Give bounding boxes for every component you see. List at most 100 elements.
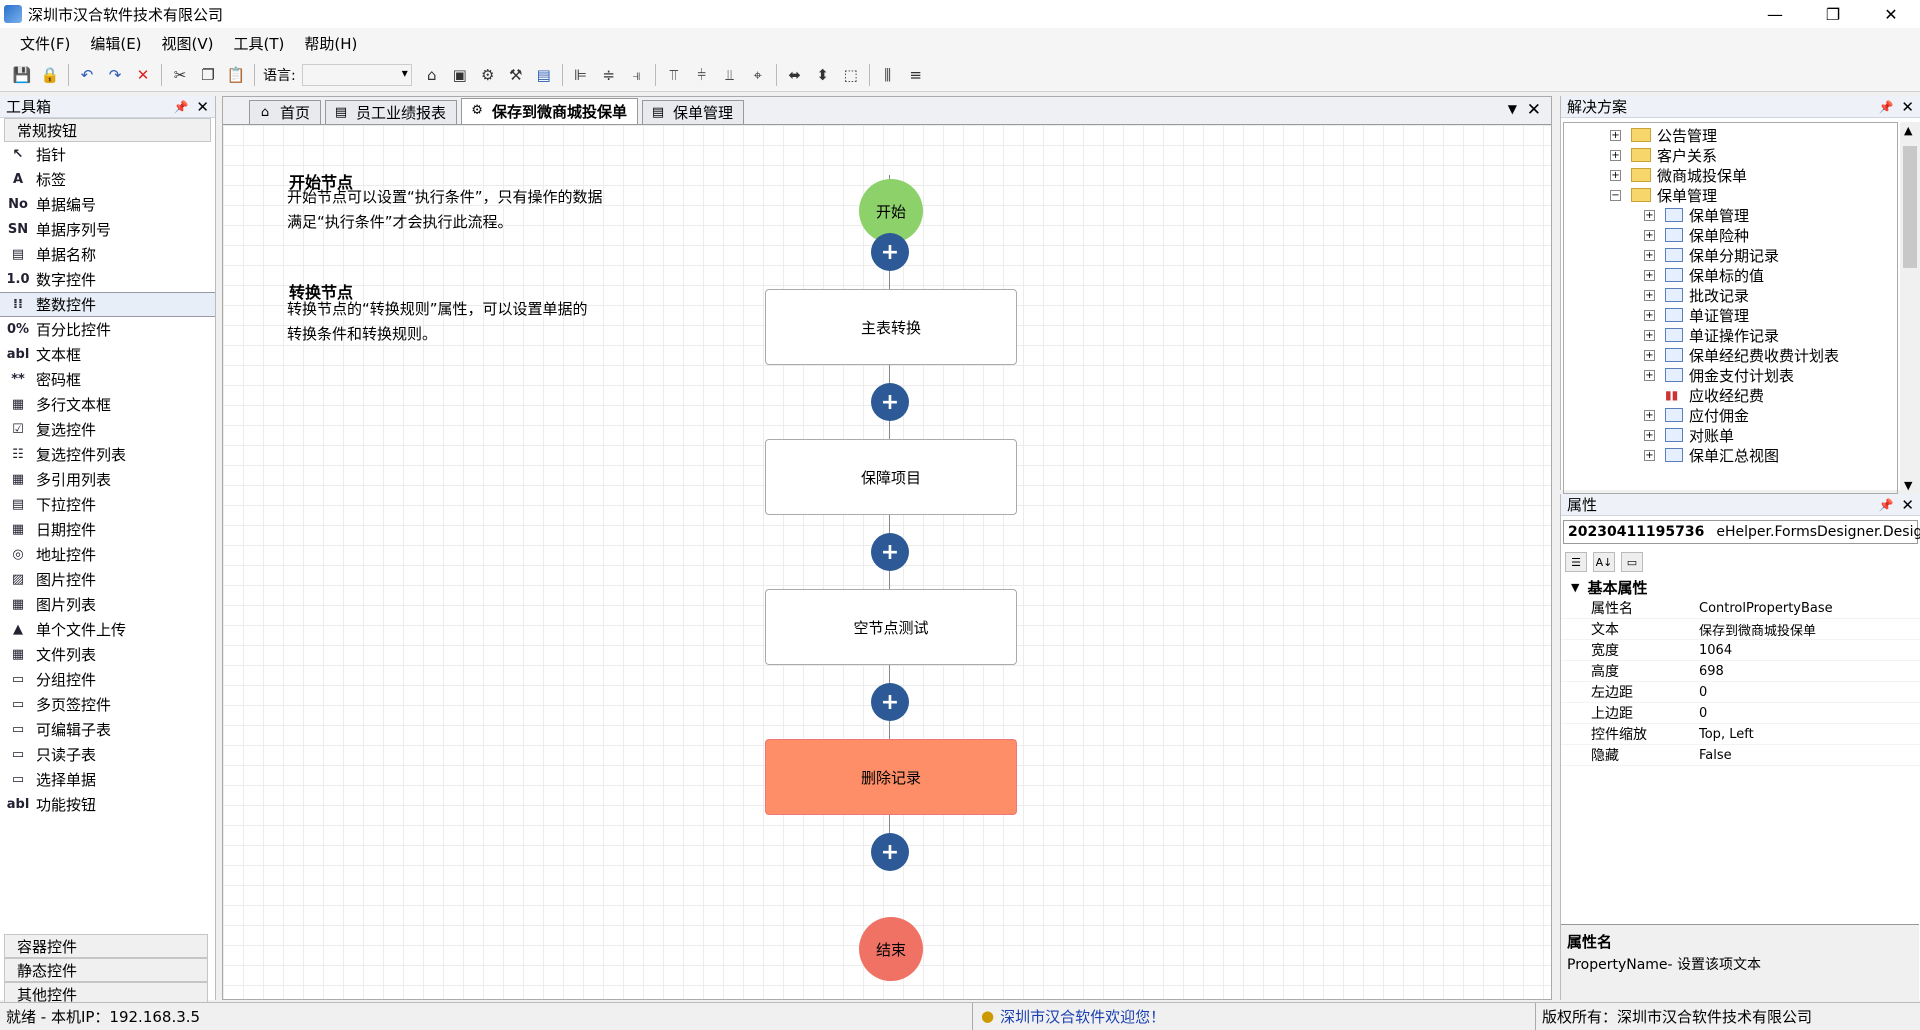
- expander-icon[interactable]: +: [1644, 429, 1655, 441]
- property-value[interactable]: Top, Left: [1699, 726, 1754, 742]
- align-right-icon[interactable]: ⫣: [632, 65, 642, 84]
- toolbox-item[interactable]: ▨图片控件: [0, 567, 215, 592]
- tree-item[interactable]: +公告管理: [1610, 125, 1717, 145]
- close-button[interactable]: ✕: [1884, 4, 1898, 24]
- property-pages-icon[interactable]: ▭: [1621, 552, 1643, 572]
- delete-icon[interactable]: ✕: [136, 65, 150, 84]
- toolbox-item[interactable]: ☷复选控件列表: [0, 442, 215, 467]
- align-top-icon[interactable]: ⫪: [669, 65, 678, 84]
- property-value[interactable]: False: [1699, 747, 1732, 763]
- property-group[interactable]: ▼ 基本属性: [1561, 576, 1920, 598]
- align-left-icon[interactable]: ⊫: [574, 65, 588, 84]
- tree-item[interactable]: +保单经纪费收费计划表: [1644, 345, 1839, 365]
- flow-node-delete-record[interactable]: 删除记录: [765, 739, 1017, 815]
- align-center-icon[interactable]: ≑: [602, 65, 615, 84]
- same-size-icon[interactable]: ⬚: [843, 65, 858, 84]
- close-icon[interactable]: ✕: [1901, 495, 1914, 514]
- toolbox-item[interactable]: ▦多引用列表: [0, 467, 215, 492]
- tree-item[interactable]: +保单汇总视图: [1644, 445, 1779, 465]
- tree-item[interactable]: +客户关系: [1610, 145, 1717, 165]
- flow-node-empty-test[interactable]: 空节点测试: [765, 589, 1017, 665]
- add-node-button[interactable]: +: [871, 683, 909, 721]
- sort-az-icon[interactable]: A↓: [1593, 552, 1615, 572]
- close-tab-icon[interactable]: ✕: [1526, 100, 1541, 120]
- toolbox-item[interactable]: ▦图片列表: [0, 592, 215, 617]
- property-value[interactable]: 保存到微商城投保单: [1699, 623, 1817, 639]
- tree-item[interactable]: ▮▮应收经纪费: [1644, 385, 1764, 405]
- horizontal-spacing-icon[interactable]: ⫼: [884, 65, 892, 84]
- pin-icon[interactable]: 📌: [1878, 99, 1894, 114]
- close-icon[interactable]: ✕: [1901, 97, 1914, 116]
- redo-icon[interactable]: ↷: [108, 65, 122, 84]
- menu-edit[interactable]: 编辑(E): [90, 34, 142, 53]
- toolbox-item[interactable]: ⁞⁞整数控件: [0, 292, 215, 317]
- end-node[interactable]: 结束: [859, 917, 923, 981]
- start-node[interactable]: 开始: [859, 179, 923, 243]
- vertical-spacing-icon[interactable]: ≡: [909, 65, 922, 84]
- tree-item[interactable]: +保单管理: [1644, 205, 1749, 225]
- toolbox-item[interactable]: ▭选择单据: [0, 767, 215, 792]
- tree-item[interactable]: +保单标的值: [1644, 265, 1764, 285]
- toolbox-item[interactable]: ▭只读子表: [0, 742, 215, 767]
- align-middle-icon[interactable]: ⫩: [697, 65, 707, 84]
- add-node-button[interactable]: +: [871, 533, 909, 571]
- tree-item[interactable]: +佣金支付计划表: [1644, 365, 1794, 385]
- expander-icon[interactable]: +: [1644, 449, 1655, 461]
- preview-icon[interactable]: ▣: [452, 65, 467, 84]
- category-general[interactable]: 常规按钮: [4, 118, 211, 142]
- tree-item[interactable]: +应付佣金: [1644, 405, 1749, 425]
- add-node-button[interactable]: +: [871, 833, 909, 871]
- tab-dropdown-icon[interactable]: ▼: [1507, 102, 1517, 116]
- restore-button[interactable]: ❐: [1825, 4, 1841, 24]
- toolbox-item[interactable]: 0%百分比控件: [0, 317, 215, 342]
- property-value[interactable]: ControlPropertyBase: [1699, 600, 1833, 616]
- tab[interactable]: ▤保单管理: [642, 100, 745, 124]
- property-value[interactable]: 0: [1699, 684, 1708, 700]
- expander-icon[interactable]: +: [1644, 289, 1655, 301]
- expander-icon[interactable]: +: [1610, 149, 1621, 161]
- toolbox-item[interactable]: ▭可编辑子表: [0, 717, 215, 742]
- tree-scrollbar[interactable]: ▲ ▼: [1900, 122, 1920, 494]
- pin-icon[interactable]: 📌: [173, 99, 189, 114]
- align-bottom-icon[interactable]: ⫫: [725, 65, 734, 84]
- tools-icon[interactable]: ⚒: [508, 65, 523, 84]
- same-width-icon[interactable]: ⬌: [788, 65, 801, 84]
- toolbox-item[interactable]: ▦日期控件: [0, 517, 215, 542]
- tab[interactable]: ⌂首页: [249, 100, 322, 124]
- expander-icon[interactable]: +: [1610, 129, 1621, 141]
- toolbox-item[interactable]: ◎地址控件: [0, 542, 215, 567]
- add-node-button[interactable]: +: [871, 383, 909, 421]
- categorized-icon[interactable]: ☰: [1565, 552, 1587, 572]
- tree-item[interactable]: +批改记录: [1644, 285, 1749, 305]
- toolbox-item[interactable]: ▤单据名称: [0, 242, 215, 267]
- tree-item[interactable]: +保单分期记录: [1644, 245, 1779, 265]
- tree-item[interactable]: +对账单: [1644, 425, 1734, 445]
- expander-icon[interactable]: +: [1644, 249, 1655, 261]
- pin-icon[interactable]: 📌: [1878, 497, 1894, 512]
- property-value[interactable]: 698: [1699, 663, 1724, 679]
- save-icon[interactable]: 💾: [12, 65, 32, 84]
- toolbox-item[interactable]: ▭多页签控件: [0, 692, 215, 717]
- object-selector[interactable]: 20230411195736 eHelper.FormsDesigner.Des…: [1563, 520, 1920, 544]
- lock-icon[interactable]: 🔒: [40, 65, 60, 84]
- close-icon[interactable]: ✕: [196, 97, 209, 116]
- add-node-button[interactable]: +: [871, 233, 909, 271]
- toolbox-item[interactable]: ▭分组控件: [0, 667, 215, 692]
- expander-icon[interactable]: +: [1644, 329, 1655, 341]
- expander-icon[interactable]: +: [1644, 349, 1655, 361]
- scroll-thumb[interactable]: [1903, 146, 1917, 268]
- flow-canvas[interactable]: 开始节点 开始节点可以设置“执行条件”，只有操作的数据 满足“执行条件”才会执行…: [223, 125, 1577, 999]
- tab[interactable]: ⚙保存到微商城投保单: [461, 98, 639, 124]
- property-value[interactable]: 0: [1699, 705, 1708, 721]
- tab[interactable]: ▤员工业绩报表: [325, 100, 458, 124]
- minimize-button[interactable]: —: [1767, 4, 1783, 24]
